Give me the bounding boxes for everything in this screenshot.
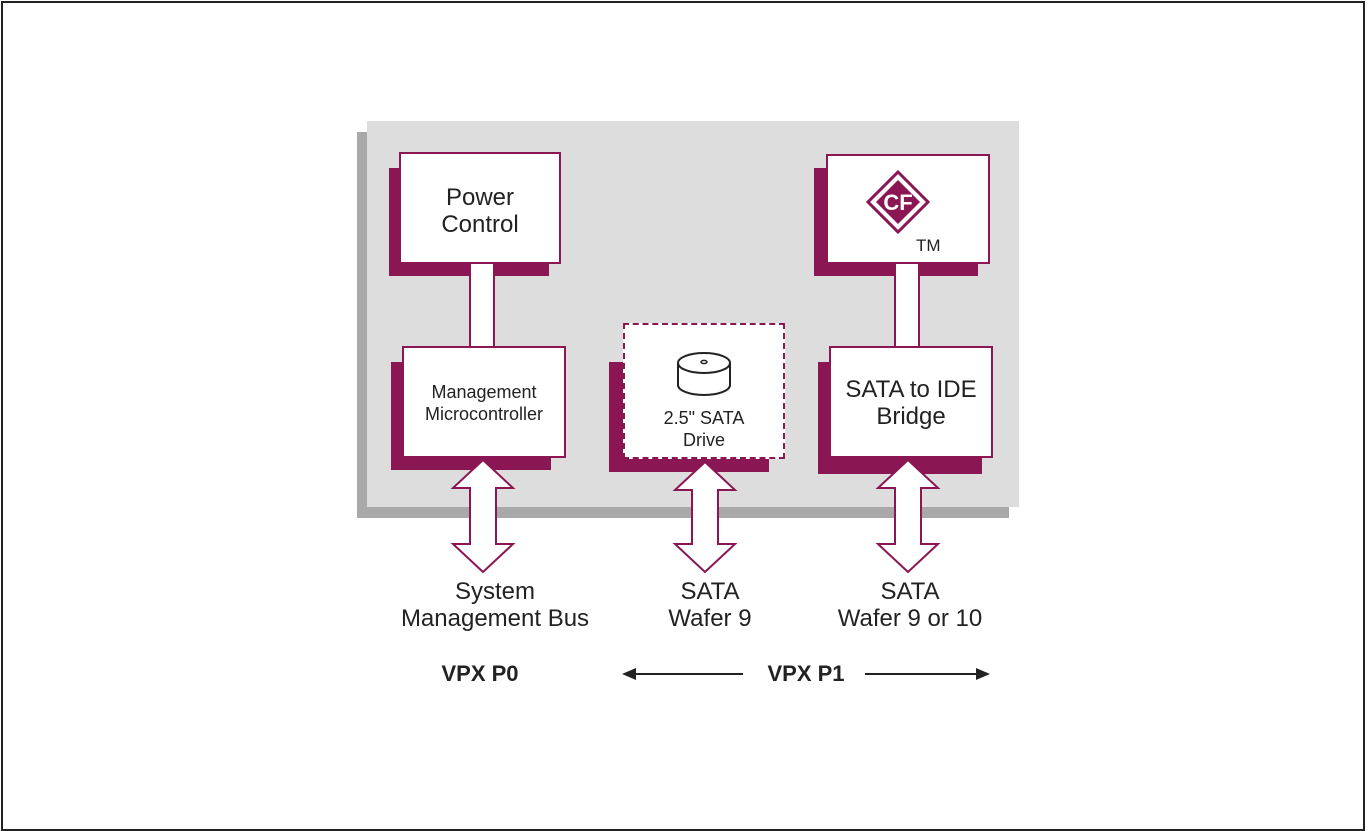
sata-drive-line1: 2.5" SATA: [663, 408, 745, 428]
bridge-line2: Bridge: [876, 403, 946, 430]
bridge-arrow: [875, 458, 941, 574]
power-control-line2: Control: [441, 211, 519, 238]
bridge-line1: SATA to IDE: [845, 376, 977, 403]
cf-to-bridge-link: [894, 264, 920, 348]
power-control-box: Power Control: [399, 152, 561, 264]
power-control-line1: Power: [445, 184, 515, 211]
sata-ide-bridge-box: SATA to IDE Bridge: [829, 346, 993, 458]
vpx-p1-label: VPX P1: [767, 661, 845, 686]
smbus-line2: Management Bus: [400, 605, 590, 632]
vpx-p0-label: VPX P0: [441, 661, 519, 686]
sata-b-line1: SATA: [880, 578, 940, 605]
mcu-line2: Microcontroller: [424, 404, 544, 424]
sata-b-line2: Wafer 9 or 10: [837, 605, 983, 632]
sata-drive-arrow: [672, 460, 738, 574]
sata-b-label: SATA Wafer 9 or 10: [810, 578, 1010, 632]
cf-logo-text: CF: [883, 190, 912, 215]
power-to-mcu-link: [469, 264, 495, 348]
smbus-arrow: [450, 458, 516, 574]
disk-drive-icon: [677, 352, 731, 396]
compactflash-logo-icon: CF: [866, 170, 930, 234]
sata-drive-line2: Drive: [682, 430, 725, 450]
smbus-line1: System: [454, 578, 535, 605]
sata-a-line2: Wafer 9: [668, 605, 752, 632]
trademark-label: TM: [916, 236, 941, 255]
mcu-line1: Management: [431, 382, 537, 402]
vpx-p1-span-arrow: [622, 668, 990, 680]
smbus-label: System Management Bus: [390, 578, 600, 632]
management-microcontroller-box: Management Microcontroller: [402, 346, 566, 458]
sata-a-label: SATA Wafer 9: [620, 578, 800, 632]
sata-drive-box: 2.5" SATA Drive: [623, 323, 785, 459]
compact-flash-box: CF TM: [826, 154, 990, 264]
sata-a-line1: SATA: [680, 578, 740, 605]
